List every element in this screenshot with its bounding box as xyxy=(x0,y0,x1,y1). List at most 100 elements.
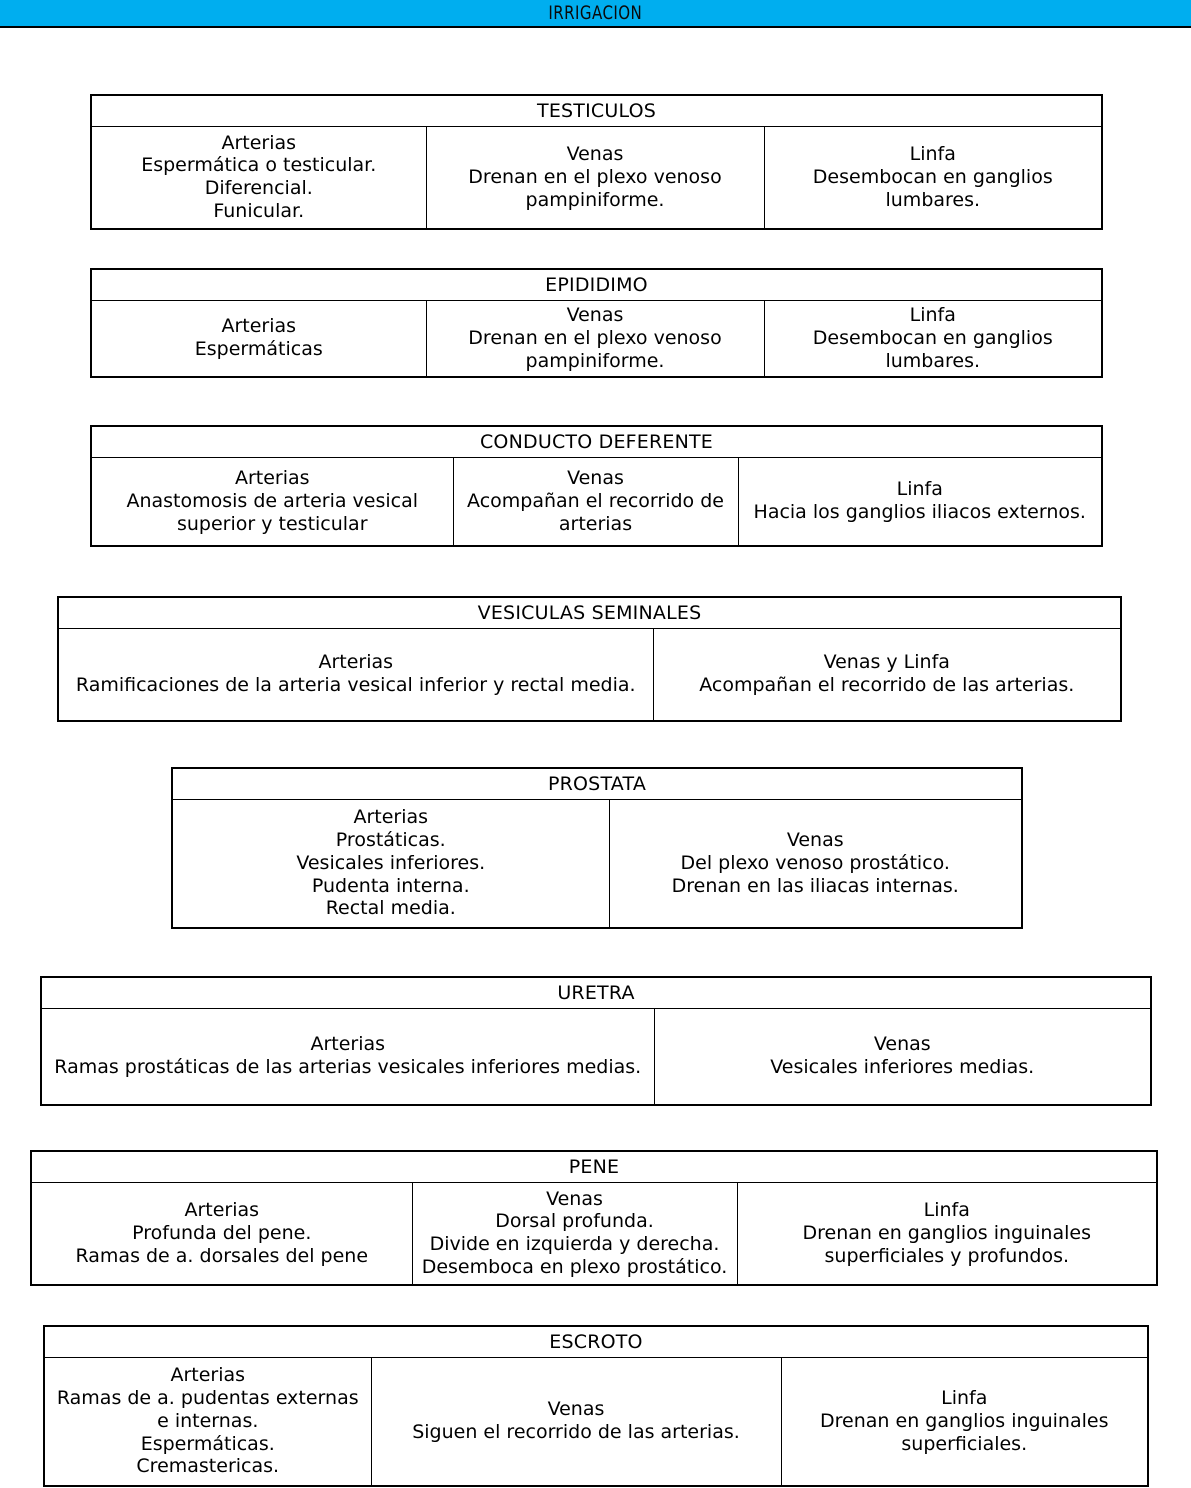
table-conducto-deferente: CONDUCTO DEFERENTE Arterias Anastomosis … xyxy=(90,425,1103,547)
cell-line: Drenan en ganglios inguinales xyxy=(820,1409,1109,1432)
cell-line: Vesicales inferiores. xyxy=(296,851,486,874)
cell-linfa: Linfa Drenan en ganglios inguinales supe… xyxy=(736,1182,1158,1285)
table-header-row: CONDUCTO DEFERENTE xyxy=(90,425,1103,458)
cell-line: Ramas de a. dorsales del pene xyxy=(75,1244,369,1267)
cell-heading: Linfa xyxy=(923,1199,970,1222)
cell-arterias: Arterias Ramificaciones de la arteria ve… xyxy=(57,628,654,721)
table-epididimo: EPIDIDIMO Arterias Espermáticas Venas Dr… xyxy=(90,268,1103,378)
table-pene: PENE Arterias Profunda del pene. Ramas d… xyxy=(30,1150,1159,1286)
cell-heading: Venas xyxy=(786,829,844,852)
table-header-row: PROSTATA xyxy=(171,767,1023,800)
cell-heading: Venas xyxy=(566,304,624,327)
cell-venas: Venas Siguen el recorrido de las arteria… xyxy=(370,1357,782,1486)
table-title-prostata: PROSTATA xyxy=(171,767,1023,800)
table-row: Arterias Ramas de a. pudentas externas e… xyxy=(43,1357,1149,1486)
cell-line: Anastomosis de arteria vesical xyxy=(126,489,419,512)
cell-arterias: Arterias Ramas de a. pudentas externas e… xyxy=(43,1357,372,1486)
table-title-conducto-deferente: CONDUCTO DEFERENTE xyxy=(90,425,1103,458)
table-row: Arterias Espermáticas Venas Drenan en el… xyxy=(90,300,1103,377)
cell-line: Desembocan en ganglios xyxy=(812,326,1053,349)
table-header-row: VESICULAS SEMINALES xyxy=(57,596,1122,629)
table-header-row: ESCROTO xyxy=(43,1325,1149,1358)
cell-heading: Venas xyxy=(547,1398,605,1421)
cell-line: Acompañan el recorrido de las arterias. xyxy=(699,674,1075,697)
cell-arterias: Arterias Espermática o testicular. Difer… xyxy=(90,126,427,229)
table-row: Arterias Ramas prostáticas de las arteri… xyxy=(40,1008,1152,1105)
table-title-escroto: ESCROTO xyxy=(43,1325,1149,1358)
cell-line: superficiales y profundos. xyxy=(824,1244,1070,1267)
cell-heading: Arterias xyxy=(234,467,310,490)
table-prostata: PROSTATA Arterias Prostáticas. Vesicales… xyxy=(171,767,1023,929)
cell-line: Ramificaciones de la arteria vesical inf… xyxy=(75,674,636,697)
cell-line: Profunda del pene. xyxy=(132,1221,312,1244)
cell-heading: Arterias xyxy=(221,315,297,338)
cell-line: Desembocan en ganglios xyxy=(812,165,1053,188)
cell-line: pampiniforme. xyxy=(525,188,665,211)
cell-line: Pudenta interna. xyxy=(311,874,470,897)
cell-heading: Linfa xyxy=(909,143,956,166)
table-title-vesiculas-seminales: VESICULAS SEMINALES xyxy=(57,596,1122,629)
cell-line: Siguen el recorrido de las arterias. xyxy=(412,1421,740,1444)
cell-heading: Venas xyxy=(873,1033,931,1056)
table-header-row: URETRA xyxy=(40,976,1152,1009)
cell-heading: Venas xyxy=(546,1187,603,1210)
cell-line: Acompañan el recorrido de xyxy=(467,489,724,512)
table-header-row: TESTICULOS xyxy=(90,94,1103,127)
cell-heading: Venas xyxy=(566,143,624,166)
cell-heading: Arterias xyxy=(221,131,297,154)
cell-venas: Venas Del plexo venoso prostático. Drena… xyxy=(608,799,1023,928)
table-title-pene: PENE xyxy=(30,1150,1158,1183)
cell-heading: Linfa xyxy=(941,1387,988,1410)
cell-line: Espermática o testicular. xyxy=(141,154,377,177)
cell-line: lumbares. xyxy=(885,188,981,211)
table-header-row: PENE xyxy=(30,1150,1158,1183)
cell-line: Diferencial. xyxy=(204,177,313,200)
table-uretra: URETRA Arterias Ramas prostáticas de las… xyxy=(40,976,1153,1106)
cell-venas: Venas Dorsal profunda. Divide en izquier… xyxy=(411,1182,738,1285)
cell-line: Dorsal profunda. xyxy=(495,1210,654,1233)
table-testiculos: TESTICULOS Arterias Espermática o testic… xyxy=(90,94,1104,230)
cell-heading: Arterias xyxy=(310,1033,386,1056)
cell-line: lumbares. xyxy=(885,349,981,372)
cell-line: Espermáticas. xyxy=(140,1432,275,1455)
cell-line: Prostáticas. xyxy=(335,829,446,852)
cell-heading: Arterias xyxy=(353,806,429,829)
cell-heading: Venas y Linfa xyxy=(823,651,950,674)
cell-line: Drenan en el plexo venoso xyxy=(468,326,722,349)
table-header-row: EPIDIDIMO xyxy=(90,268,1103,301)
table-title-epididimo: EPIDIDIMO xyxy=(90,268,1103,301)
cell-arterias: Arterias Profunda del pene. Ramas de a. … xyxy=(30,1182,413,1285)
cell-arterias: Arterias Anastomosis de arteria vesical … xyxy=(90,457,454,546)
table-row: Arterias Ramificaciones de la arteria ve… xyxy=(57,628,1122,721)
cell-line: superficiales. xyxy=(901,1432,1028,1455)
cell-line: Espermáticas xyxy=(194,338,323,361)
page-title: IRRIGACION xyxy=(548,1,643,24)
cell-heading: Linfa xyxy=(909,304,956,327)
cell-line: Del plexo venoso prostático. xyxy=(680,851,950,874)
cell-line: Ramas prostáticas de las arterias vesica… xyxy=(54,1056,642,1079)
table-row: Arterias Profunda del pene. Ramas de a. … xyxy=(30,1182,1158,1285)
table-row: Arterias Espermática o testicular. Difer… xyxy=(90,126,1103,229)
cell-line: Drenan en las iliacas internas. xyxy=(671,874,959,897)
table-escroto: ESCROTO Arterias Ramas de a. pudentas ex… xyxy=(43,1325,1149,1487)
table-title-testiculos: TESTICULOS xyxy=(90,94,1103,127)
cell-line: Funicular. xyxy=(213,200,305,223)
cell-linfa: Linfa Drenan en ganglios inguinales supe… xyxy=(780,1357,1149,1486)
cell-heading: Arterias xyxy=(170,1364,246,1387)
cell-line: Drenan en ganglios inguinales xyxy=(802,1221,1091,1244)
page-banner: IRRIGACION xyxy=(0,0,1191,28)
table-vesiculas-seminales: VESICULAS SEMINALES Arterias Ramificacio… xyxy=(57,596,1122,722)
cell-line: Drenan en el plexo venoso xyxy=(468,165,722,188)
cell-line: e internas. xyxy=(157,1409,259,1432)
cell-venas: Venas Vesicales inferiores medias. xyxy=(653,1008,1152,1105)
cell-line: Hacia los ganglios iliacos externos. xyxy=(753,501,1086,524)
table-row: Arterias Anastomosis de arteria vesical … xyxy=(90,457,1103,546)
cell-line: Desemboca en plexo prostático. xyxy=(421,1256,728,1279)
cell-arterias: Arterias Prostáticas. Vesicales inferior… xyxy=(171,799,610,928)
cell-venas-linfa: Venas y Linfa Acompañan el recorrido de … xyxy=(652,628,1122,721)
cell-arterias: Arterias Ramas prostáticas de las arteri… xyxy=(40,1008,655,1105)
cell-arterias: Arterias Espermáticas xyxy=(90,300,427,377)
cell-venas: Venas Acompañan el recorrido de arterias xyxy=(452,457,739,546)
cell-heading: Arterias xyxy=(184,1199,260,1222)
cell-line: Divide en izquierda y derecha. xyxy=(429,1233,720,1256)
